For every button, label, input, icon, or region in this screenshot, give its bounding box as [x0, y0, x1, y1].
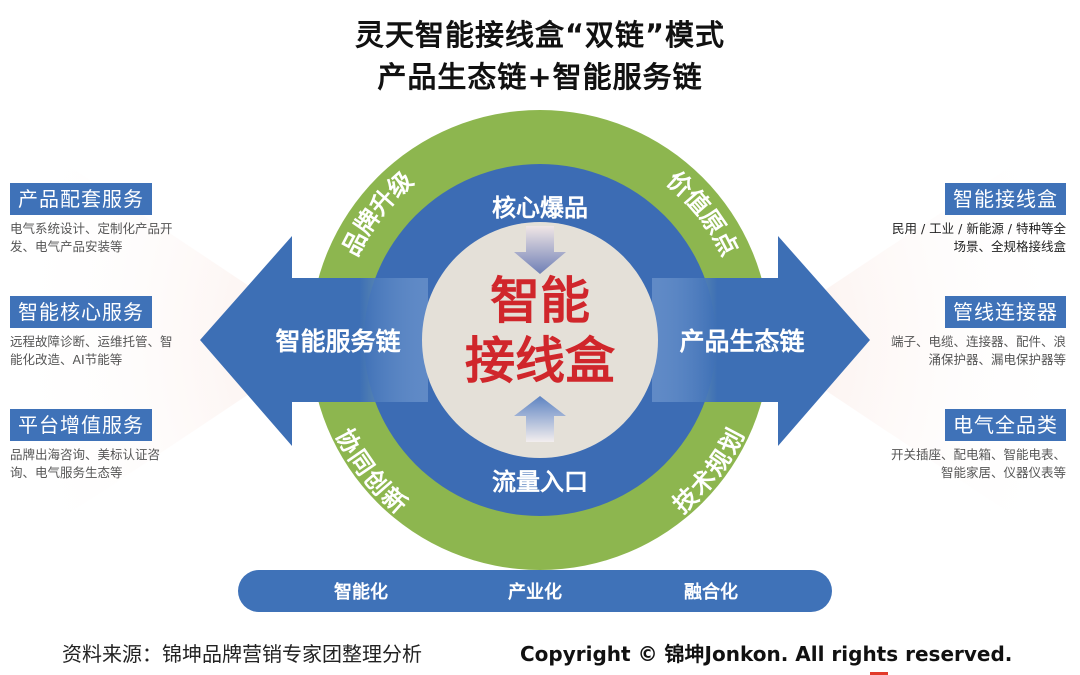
right-product-2: 管线连接器 端子、电缆、连接器、配件、浪涌保护器、漏电保护器等	[886, 296, 1066, 369]
bottom-bar-item-3: 融合化	[684, 581, 738, 603]
left-service-3: 平台增值服务 品牌出海咨询、美标认证咨询、电气服务生态等	[10, 409, 182, 482]
title-line-2: 产品生态链+智能服务链	[377, 60, 703, 94]
left-service-desc: 品牌出海咨询、美标认证咨询、电气服务生态等	[10, 447, 161, 480]
left-service-title: 智能核心服务	[10, 296, 152, 328]
corner-accent	[870, 672, 888, 675]
up-arrow-icon	[514, 396, 566, 442]
right-product-desc: 端子、电缆、连接器、配件、浪涌保护器、漏电保护器等	[890, 334, 1066, 367]
right-product-title: 智能接线盒	[945, 183, 1066, 215]
left-service-title: 平台增值服务	[10, 409, 152, 441]
core-circle	[422, 222, 658, 458]
right-product-title: 管线连接器	[945, 296, 1066, 328]
right-product-desc: 民用 / 工业 / 新能源 / 特种等全场景、全规格接线盒	[892, 221, 1066, 254]
inner-top-label: 核心爆品	[492, 194, 588, 222]
left-service-title: 产品配套服务	[10, 183, 152, 215]
left-service-desc: 电气系统设计、定制化产品开发、电气产品安装等	[10, 221, 173, 254]
right-product-title: 电气全品类	[945, 409, 1066, 441]
right-product-1: 智能接线盒 民用 / 工业 / 新能源 / 特种等全场景、全规格接线盒	[886, 183, 1066, 256]
copyright-note: Copyright © 锦坤Jonkon. All rights reserve…	[520, 642, 1013, 666]
left-service-2: 智能核心服务 远程故障诊断、运维托管、智能化改造、AI节能等	[10, 296, 182, 369]
down-arrow-icon	[514, 226, 566, 274]
left-service-desc: 远程故障诊断、运维托管、智能化改造、AI节能等	[10, 334, 173, 367]
left-arrow	[200, 236, 428, 446]
bottom-bar	[238, 570, 832, 612]
left-service-1: 产品配套服务 电气系统设计、定制化产品开发、电气产品安装等	[10, 183, 182, 256]
center-text-line-1: 智能	[490, 272, 590, 330]
bottom-bar-item-2: 产业化	[508, 581, 562, 603]
inner-bottom-label: 流量入口	[492, 468, 588, 496]
center-text-line-2: 接线盒	[465, 332, 616, 390]
bottom-bar-item-1: 智能化	[334, 581, 388, 603]
right-arrow	[652, 236, 870, 446]
source-note: 资料来源：锦坤品牌营销专家团整理分析	[62, 642, 422, 666]
title-line-1: 灵天智能接线盒“双链”模式	[354, 18, 726, 52]
right-product-desc: 开关插座、配电箱、智能电表、智能家居、仪器仪表等	[890, 447, 1066, 480]
left-arrow-label: 智能服务链	[275, 327, 400, 356]
right-product-3: 电气全品类 开关插座、配电箱、智能电表、智能家居、仪器仪表等	[886, 409, 1066, 482]
right-arrow-label: 产品生态链	[679, 327, 804, 356]
